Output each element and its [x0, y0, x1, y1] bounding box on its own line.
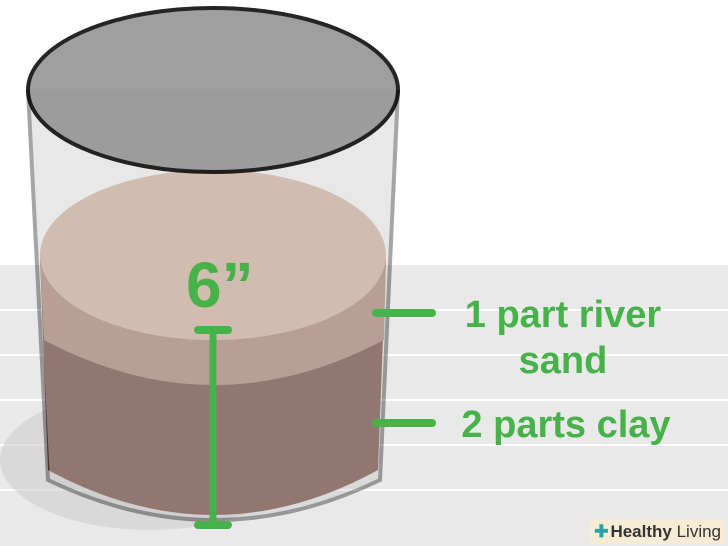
depth-measurement: 6” [186, 249, 254, 321]
bucket-rim [26, 6, 400, 174]
logo-bold-text: Healthy [610, 522, 672, 541]
sand-label: 1 part river sand [464, 294, 662, 382]
plus-leaf-icon: ✚ [594, 522, 609, 541]
logo-rest-text: Living [671, 522, 721, 541]
clay-label: 2 parts clay [461, 404, 671, 446]
healthy-living-logo: ✚Healthy Living [590, 519, 725, 544]
sand-surface [40, 170, 386, 340]
